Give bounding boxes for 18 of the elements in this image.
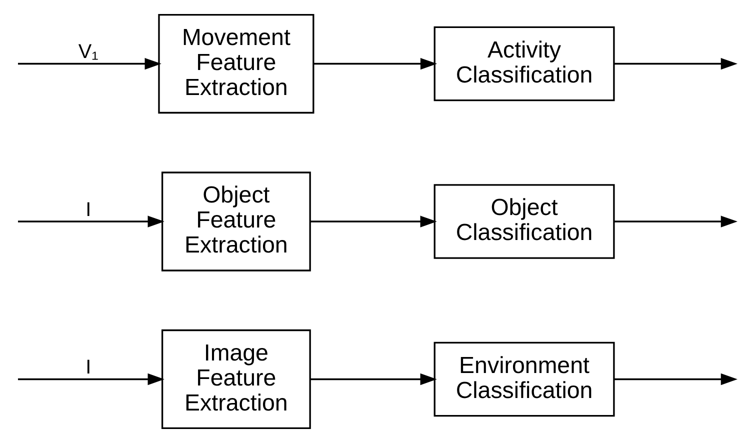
arrow [614, 373, 737, 386]
edge-label: I [85, 198, 91, 221]
node-box: Movement Feature Extraction [158, 14, 314, 114]
edge-label: V₁ [78, 41, 98, 64]
arrow [312, 58, 437, 70]
node-box: Environment Classification [433, 342, 614, 417]
arrow [614, 58, 737, 70]
node-box: Object Classification [433, 184, 614, 259]
node-box: Image Feature Extraction [160, 329, 310, 430]
arrow [17, 373, 164, 386]
node-box: Activity Classification [433, 26, 614, 102]
arrow [614, 216, 737, 228]
arrow [17, 216, 164, 228]
node-box: Object Feature Extraction [160, 172, 310, 272]
arrow [17, 58, 161, 70]
arrow [310, 373, 436, 386]
arrow [310, 216, 436, 228]
edge-label: I [85, 356, 91, 379]
